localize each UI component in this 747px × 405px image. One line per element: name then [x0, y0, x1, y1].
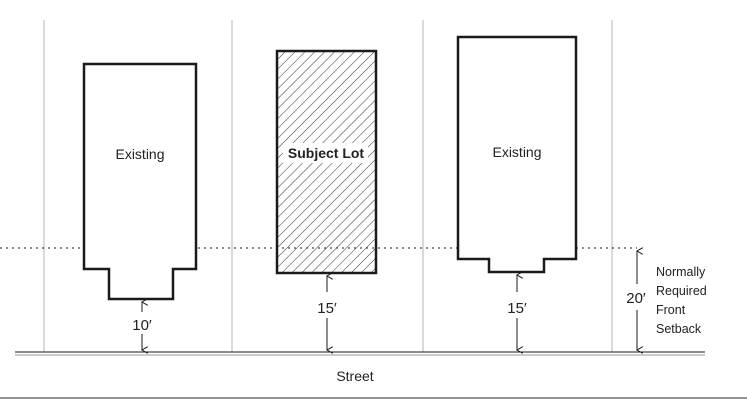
note-line-3: Front — [656, 303, 686, 317]
setback-value-left: 10′ — [132, 317, 152, 334]
required-setback-value: 20′ — [626, 290, 646, 307]
setback-dimensions — [142, 251, 637, 350]
setback-value-right: 15′ — [507, 300, 527, 317]
building-label-right: Existing — [492, 144, 541, 160]
note-line-2: Required — [656, 284, 707, 298]
street-label: Street — [336, 368, 373, 384]
setback-value-center: 15′ — [317, 300, 337, 317]
subject-label-backdrop — [283, 143, 368, 163]
lot-lines — [43, 20, 613, 352]
building-existing-right — [456, 35, 578, 274]
building-existing-left — [82, 62, 198, 301]
required-setback-note: Normally Required Front Setback — [656, 265, 707, 336]
building-label-subject: Subject Lot — [288, 145, 365, 161]
note-line-4: Setback — [656, 322, 702, 336]
note-line-1: Normally — [656, 265, 706, 279]
building-label-left: Existing — [115, 146, 164, 162]
